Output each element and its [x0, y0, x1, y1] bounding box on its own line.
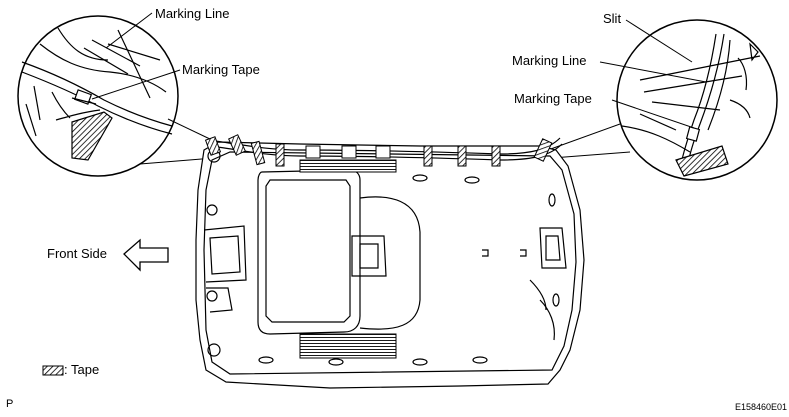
marking-line-label-right: Marking Line — [512, 53, 587, 68]
tape-hatch-right — [675, 145, 729, 177]
rib-strip-top — [299, 159, 397, 173]
right-leader-lines — [547, 19, 707, 159]
figure-code: E158460E01 — [735, 402, 788, 412]
rib-strip-bottom — [299, 333, 397, 359]
marking-tape-label-left: Marking Tape — [182, 62, 260, 77]
tape-legend-swatch — [42, 365, 64, 376]
harness-connectors — [305, 145, 391, 159]
right-detail-view — [616, 19, 778, 181]
front-side-label: Front Side — [47, 246, 107, 261]
marking-tape-label-right: Marking Tape — [514, 91, 592, 106]
tape-legend-label: : Tape — [64, 362, 100, 377]
left-leader-lines — [91, 12, 215, 165]
headliner-panel — [195, 141, 585, 389]
tape-hatch-left — [71, 111, 113, 161]
corner-mark: P — [6, 398, 14, 410]
harness-tapes — [204, 134, 553, 167]
left-detail-view — [17, 15, 179, 177]
slit-label: Slit — [603, 11, 622, 26]
marking-line-label-left: Marking Line — [155, 6, 230, 21]
front-side-arrow — [123, 238, 169, 272]
